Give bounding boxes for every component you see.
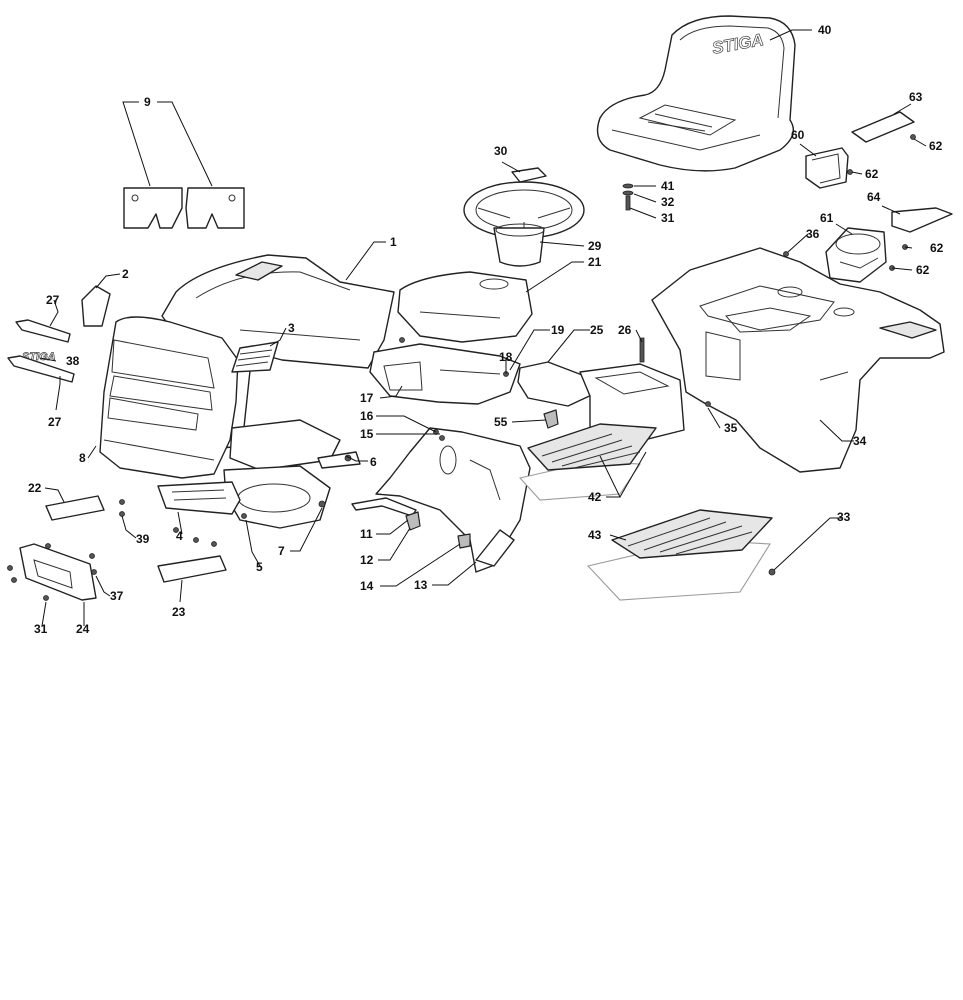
part-dashboard-panel: [369, 337, 521, 405]
callout-26: 26: [618, 323, 632, 337]
part-clip-55: [543, 409, 559, 429]
callout-6: 6: [370, 455, 377, 469]
callout-60: 60: [791, 128, 805, 142]
callout-labels: 40 9 63 62 30 60 62 41 32 31 64 1 29 61 …: [28, 23, 944, 636]
part-footboard-42: [518, 423, 657, 501]
callout-8: 8: [79, 451, 86, 465]
callout-38: 38: [66, 354, 80, 368]
callout-29: 29: [588, 239, 602, 253]
callout-61: 61: [820, 211, 834, 225]
callout-42: 42: [588, 490, 602, 504]
part-vent-3: [231, 341, 279, 373]
callout-3: 3: [288, 321, 295, 335]
part-front-grille: [99, 316, 239, 479]
part-footboard-43: [586, 509, 776, 601]
part-front-plate-24: [19, 543, 97, 601]
callout-64: 64: [867, 190, 881, 204]
part-decals-9: [123, 187, 245, 229]
callout-22: 22: [28, 481, 42, 495]
callout-19: 19: [551, 323, 565, 337]
part-cap-30: [511, 167, 547, 183]
callout-21: 21: [588, 255, 602, 269]
part-steering-wheel: [463, 181, 585, 267]
part-light-2: [81, 285, 111, 327]
callout-39: 39: [136, 532, 150, 546]
part-hardware-misc: [7, 499, 217, 601]
callout-62b: 62: [865, 167, 879, 181]
callout-13: 13: [414, 578, 428, 592]
callout-18: 18: [499, 350, 513, 364]
part-footwell-panel: [351, 427, 531, 573]
callout-35: 35: [724, 421, 738, 435]
callout-27b: 27: [48, 415, 62, 429]
callout-4: 4: [176, 529, 183, 543]
callout-5: 5: [256, 560, 263, 574]
part-bolt-26: [639, 337, 645, 363]
callout-27a: 27: [46, 293, 60, 307]
part-fasteners-41-32-31: [622, 183, 634, 211]
callout-31b: 31: [34, 622, 48, 636]
callout-14: 14: [360, 579, 374, 593]
callout-15: 15: [360, 427, 374, 441]
callout-33: 33: [837, 510, 851, 524]
part-holder-61: [825, 227, 908, 283]
part-strips-27-38: STIGA: [7, 319, 75, 383]
part-bracket-22: [45, 495, 105, 521]
callout-30: 30: [494, 144, 508, 158]
part-rear-body: [651, 247, 945, 473]
callout-63: 63: [909, 90, 923, 104]
part-seat: STIGA: [596, 15, 796, 172]
part-bracket-23: [157, 555, 227, 583]
callout-11: 11: [360, 527, 373, 541]
callout-41: 41: [661, 179, 675, 193]
leader-lines: [39, 29, 927, 627]
callout-1: 1: [390, 235, 397, 249]
callout-37: 37: [110, 589, 124, 603]
callout-12: 12: [360, 553, 374, 567]
callout-7: 7: [278, 544, 285, 558]
part-cover-64: [891, 207, 953, 233]
callout-23: 23: [172, 605, 186, 619]
callout-34: 34: [853, 434, 867, 448]
part-panel-25: [517, 361, 599, 407]
callout-24: 24: [76, 622, 90, 636]
callout-16: 16: [360, 409, 374, 423]
callout-17: 17: [360, 391, 374, 405]
callout-32: 32: [661, 195, 675, 209]
part-dash-cover: [397, 271, 533, 343]
callout-31a: 31: [661, 211, 675, 225]
callout-62d: 62: [916, 263, 930, 277]
callout-62c: 62: [930, 241, 944, 255]
callout-25: 25: [590, 323, 604, 337]
part-lower-frame: [157, 419, 361, 529]
callout-2: 2: [122, 267, 129, 281]
callout-9: 9: [144, 95, 151, 109]
callout-55: 55: [494, 415, 508, 429]
part-cup-holder-60: [805, 147, 853, 189]
callout-43: 43: [588, 528, 602, 542]
callout-62a: 62: [929, 139, 943, 153]
callout-40: 40: [818, 23, 832, 37]
part-cover-63: [851, 111, 916, 143]
callout-36: 36: [806, 227, 820, 241]
